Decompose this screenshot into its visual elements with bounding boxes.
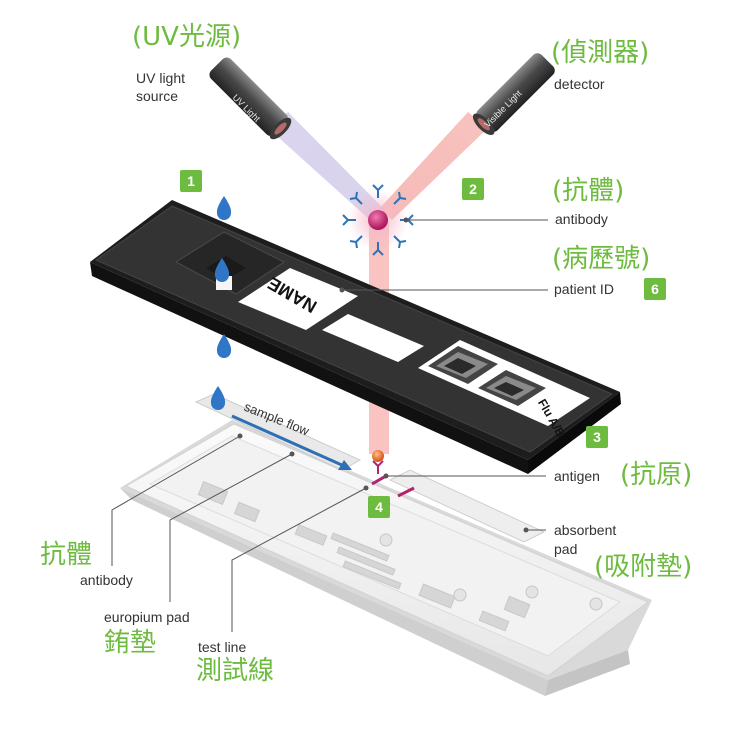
leader-lines — [111, 219, 548, 632]
absorbent-pad-shape — [388, 469, 546, 543]
antigen-particle — [372, 450, 384, 462]
visible-light-device — [472, 53, 555, 136]
uv-source-zh: (UV光源) — [132, 22, 242, 52]
antigen-en: antigen — [554, 468, 600, 484]
test-strip — [194, 393, 362, 471]
absorbent-pad-zh: (吸附墊) — [594, 552, 693, 582]
test-line-en: test line — [198, 639, 247, 655]
antibody-particle — [368, 210, 388, 230]
uv-source-en-2: source — [136, 88, 179, 104]
absorbent-pad-en-2: pad — [554, 541, 578, 557]
uv-light-device — [209, 57, 292, 140]
step-badge-3: 3 — [586, 426, 608, 448]
patient-id-zh: (病歷號) — [552, 244, 651, 274]
antigen-antibody-y — [372, 460, 384, 474]
detector-en: detector — [554, 76, 605, 92]
europium-pad-zh: 銪墊 — [104, 628, 157, 658]
step-badge-1: 1 — [180, 170, 202, 192]
barcode-qr-1 — [428, 346, 498, 384]
step-badge-6: 6 — [644, 278, 666, 300]
sample-flow-arrowhead — [338, 460, 352, 470]
name-label-plate — [238, 268, 358, 330]
antibody-top-zh: (抗體) — [552, 176, 625, 206]
patient-id-en: patient ID — [554, 281, 614, 297]
leader-dots — [237, 217, 529, 533]
sample-flow-arrow — [231, 414, 345, 468]
visible-beam — [380, 112, 488, 220]
antibody-icons — [342, 184, 414, 256]
sample-droplets — [210, 196, 232, 410]
result-window — [322, 314, 424, 362]
step-badge-4: 4 — [368, 496, 390, 518]
uv-beam — [268, 112, 383, 220]
antibody-left-zh: 抗體 — [40, 540, 93, 570]
uv-source-en-1: UV light — [136, 70, 186, 86]
absorbent-pad-en-1: absorbent — [554, 522, 617, 538]
barcode-qr-2 — [478, 370, 546, 406]
step-badge-2: 2 — [462, 178, 484, 200]
detector-zh: (偵測器) — [551, 38, 650, 68]
antigen-zh: (抗原) — [620, 460, 693, 490]
control-line-mark — [371, 474, 387, 486]
europium-pad-en: europium pad — [104, 609, 190, 625]
test-line-zh: 測試線 — [196, 656, 275, 686]
test-line-mark — [397, 486, 415, 498]
base-housing — [120, 420, 652, 696]
antibody-top-en: antibody — [555, 211, 608, 227]
antibody-left-en: antibody — [80, 572, 133, 588]
